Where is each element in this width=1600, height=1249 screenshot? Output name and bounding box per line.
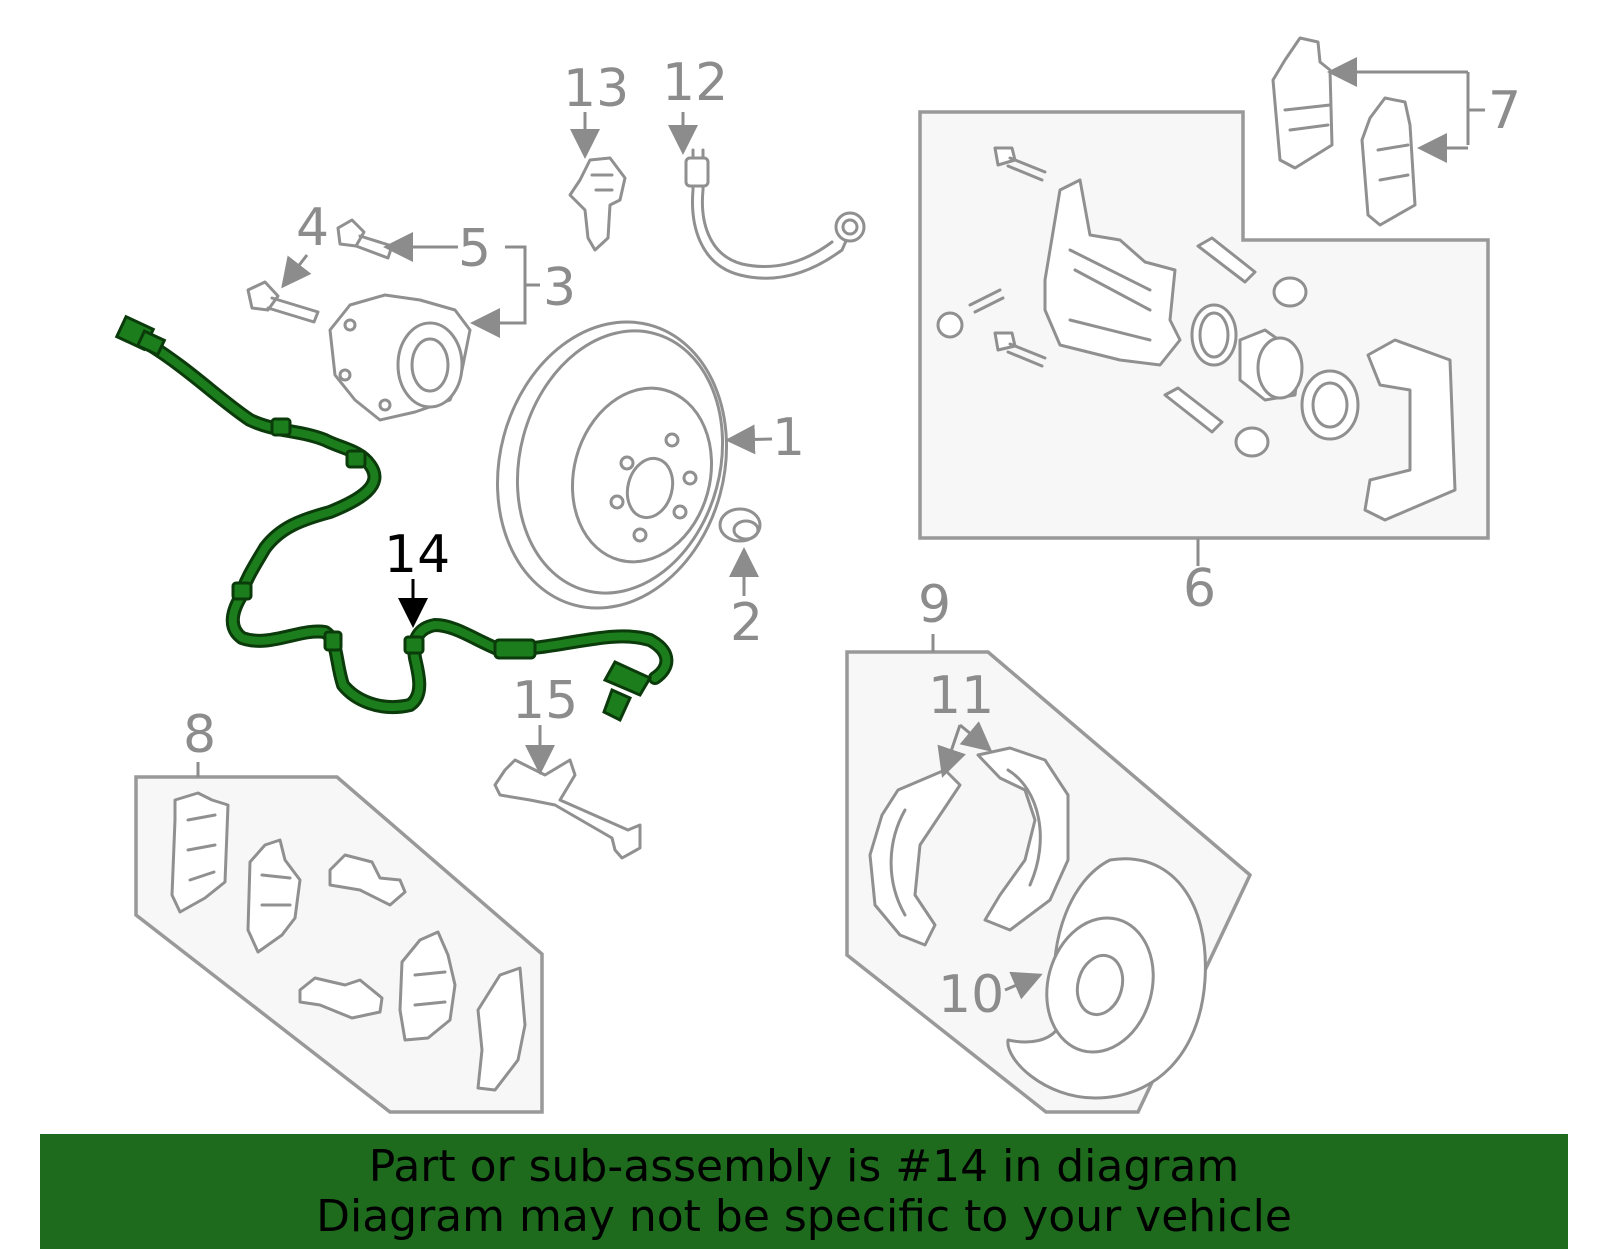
brake-hose [684, 148, 866, 280]
info-banner: Part or sub-assembly is #14 in diagram D… [40, 1134, 1568, 1249]
hose-bracket [568, 156, 627, 252]
caliper-bolt-top [993, 146, 1047, 182]
rotor-plug [718, 507, 762, 543]
label-part-4: 4 [296, 198, 329, 258]
brake-pad-inner [1360, 96, 1417, 227]
label-part-3: 3 [543, 258, 576, 318]
caliper-piston [1238, 328, 1304, 402]
part-labels: 1 2 3 4 5 6 7 8 9 10 11 12 13 14 15 [183, 53, 1521, 1025]
label-part-6: 6 [1183, 559, 1216, 619]
caliper-assembly-group [918, 110, 1490, 540]
bleeder-screw [936, 288, 1005, 339]
wheel-speed-sensor [602, 660, 653, 723]
guide-pin-lower [1163, 386, 1224, 434]
parking-brake-shoe-right [976, 746, 1070, 932]
pin-boot-lower [1234, 426, 1270, 458]
brake-rotor [495, 320, 729, 610]
parking-brake-group [845, 650, 1253, 1114]
label-part-12: 12 [662, 53, 728, 113]
hardware-kit-group [134, 775, 544, 1114]
harness-connector [114, 314, 167, 357]
piston-dust-boot [1300, 369, 1360, 441]
label-part-11: 11 [928, 666, 994, 726]
banner-line-disclaimer: Diagram may not be specific to your vehi… [316, 1190, 1292, 1242]
hub-bolt [246, 280, 320, 324]
leader-lines [196, 57, 1485, 1000]
brake-pad-outer [1271, 36, 1334, 170]
label-part-1: 1 [772, 408, 805, 468]
pin-boot-upper [1272, 276, 1308, 308]
label-part-13: 13 [563, 59, 629, 119]
guide-pin-upper [1196, 236, 1257, 284]
banner-line-part: Part or sub-assembly is #14 in diagram [368, 1140, 1240, 1192]
brake-pads-group [1271, 36, 1417, 227]
caliper-bracket [1363, 338, 1457, 522]
label-part-14: 14 [384, 525, 450, 585]
label-part-5: 5 [458, 219, 491, 279]
hub-bolt-upper [336, 218, 394, 260]
label-part-15: 15 [512, 671, 578, 731]
label-part-10: 10 [938, 965, 1004, 1025]
caliper-bolt-bottom [993, 331, 1047, 368]
hub-bearing [328, 293, 472, 422]
abs-sensor-harness [114, 314, 674, 723]
label-part-8: 8 [183, 705, 216, 765]
label-part-7: 7 [1488, 81, 1521, 141]
parking-brake-shoe-left [868, 768, 962, 947]
sensor-bracket [493, 758, 642, 860]
label-part-2: 2 [730, 593, 763, 653]
label-part-9: 9 [918, 575, 951, 635]
